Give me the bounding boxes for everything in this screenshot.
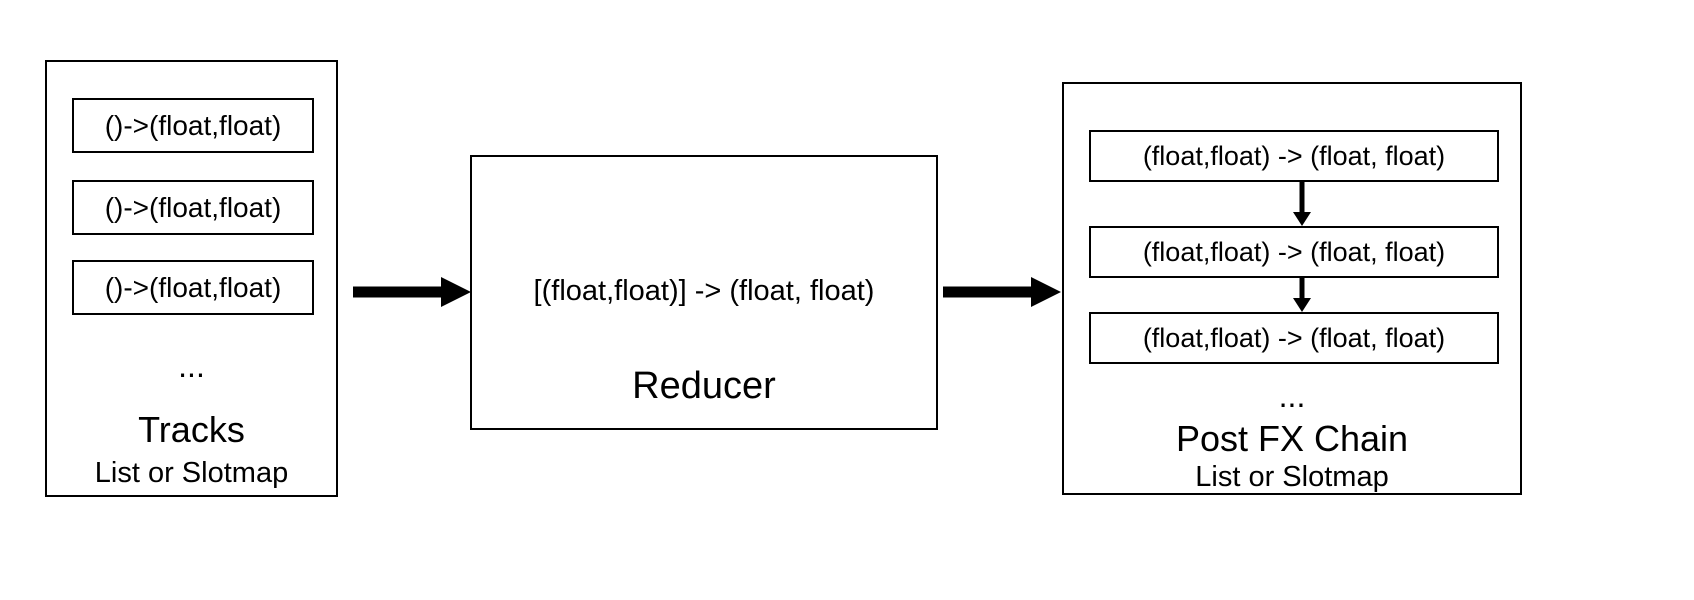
arrow-right-icon-reducer-to-postfx — [943, 277, 1061, 307]
reducer-group-box: [(float,float)] -> (float, float) Reduce… — [470, 155, 938, 430]
track-signature-box-1: ()->(float,float) — [72, 98, 314, 153]
postfx-signature-box-1: (float,float) -> (float, float) — [1089, 130, 1499, 182]
arrow-down-icon-fx2-to-fx3 — [1293, 278, 1311, 312]
tracks-subtitle: List or Slotmap — [94, 457, 289, 489]
tracks-title: Tracks — [138, 409, 245, 450]
arrow-down-icon-fx1-to-fx2 — [1293, 182, 1311, 226]
postfx-signature-box-2: (float,float) -> (float, float) — [1089, 226, 1499, 278]
postfx-ellipsis: ... — [1278, 378, 1306, 414]
postfx-subtitle: List or Slotmap — [1195, 461, 1389, 493]
postfx-signature-box-3: (float,float) -> (float, float) — [1089, 312, 1499, 364]
tracks-ellipsis: ... — [178, 348, 205, 384]
arrow-right-icon-tracks-to-reducer — [353, 277, 471, 307]
postfx-group-box: (float,float) -> (float, float) (float,f… — [1062, 82, 1522, 495]
postfx-title: Post FX Chain — [1175, 418, 1409, 459]
reducer-signature: [(float,float)] -> (float, float) — [533, 275, 875, 307]
reducer-title: Reducer — [632, 365, 776, 407]
track-signature-box-3: ()->(float,float) — [72, 260, 314, 315]
track-signature-box-2: ()->(float,float) — [72, 180, 314, 235]
tracks-group-box: ()->(float,float) ()->(float,float) ()->… — [45, 60, 338, 497]
